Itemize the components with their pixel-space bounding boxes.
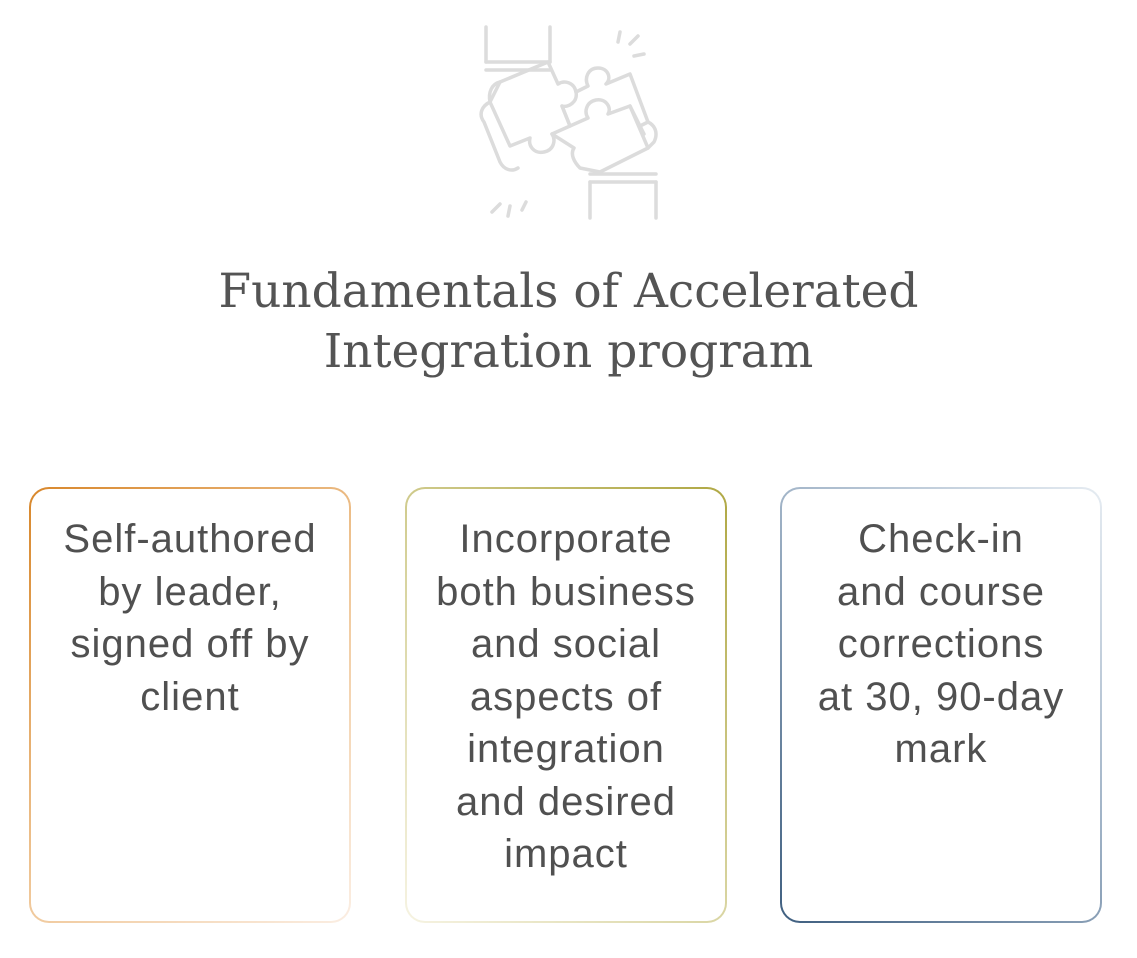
title-line-2: Integration program xyxy=(323,324,814,379)
card-line: at 30, 90-day xyxy=(817,674,1065,719)
card-business-social: Incorporate both business and social asp… xyxy=(405,487,727,923)
card-line: client xyxy=(140,674,240,719)
card-line: and desired xyxy=(455,779,677,824)
page-title: Fundamentals of Accelerated Integration … xyxy=(0,262,1137,382)
card-line: integration xyxy=(467,727,665,771)
card-line: and course xyxy=(837,569,1045,614)
card-line: Incorporate xyxy=(459,517,673,561)
card-line: by leader, xyxy=(98,569,282,614)
card-line: Check-in xyxy=(858,517,1024,561)
card-line: and social xyxy=(470,622,662,666)
card-line: signed off by xyxy=(70,622,310,666)
title-line-1: Fundamentals of Accelerated xyxy=(218,264,919,319)
card-line: mark xyxy=(894,727,988,771)
card-line: both business xyxy=(436,569,696,614)
card-text: Check-in and course corrections at 30, 9… xyxy=(782,489,1100,921)
card-line: impact xyxy=(504,832,628,876)
card-text: Incorporate both business and social asp… xyxy=(407,489,725,921)
card-self-authored: Self-authored by leader, signed off by c… xyxy=(29,487,351,923)
card-line: aspects of xyxy=(469,674,663,719)
card-line: corrections xyxy=(837,622,1045,666)
card-text: Self-authored by leader, signed off by c… xyxy=(31,489,349,921)
card-check-in: Check-in and course corrections at 30, 9… xyxy=(780,487,1102,923)
puzzle-hands-icon xyxy=(470,22,670,222)
card-line: Self-authored xyxy=(63,517,317,561)
